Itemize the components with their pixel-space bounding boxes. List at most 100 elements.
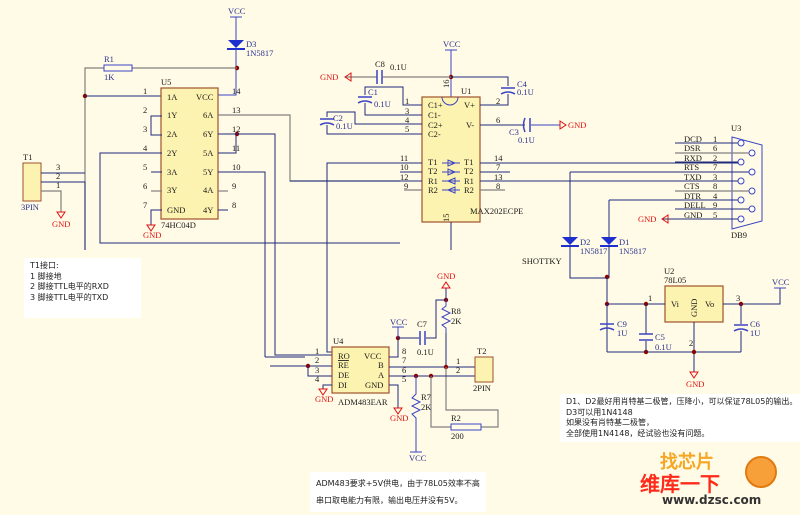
svg-text:D3: D3 [246,39,256,49]
svg-text:2A: 2A [167,129,178,139]
svg-text:7: 7 [143,200,147,210]
svg-text:T1: T1 [464,157,473,167]
svg-text:0.1U: 0.1U [517,87,534,97]
svg-text:C4: C4 [517,79,528,89]
svg-text:VCC: VCC [196,92,214,102]
svg-text:T2: T2 [464,166,473,176]
resistor-r8: R8 2K [440,300,462,333]
svg-text:8: 8 [496,181,500,191]
svg-text:ADM483EAR: ADM483EAR [338,397,388,407]
svg-text:3: 3 [315,365,319,375]
svg-text:V+: V+ [464,100,475,110]
svg-text:2PIN: 2PIN [473,383,491,393]
svg-text:R1: R1 [464,176,474,186]
svg-text:TXD: TXD [684,172,701,182]
vcc-u1: VCC [443,39,461,97]
connector-t1: T1 3PIN 3 2 1 [21,152,60,212]
diode-note: D1、D2最好用肖特基二极管，压降小，可以保证78L05的输出。 D3可以用1N… [560,394,800,442]
resistor-r7: R7 2K [410,376,432,424]
gnd-r8: GND [437,271,455,289]
svg-text:GND: GND [167,205,185,215]
svg-text:1: 1 [315,346,319,356]
svg-text:5Y: 5Y [203,167,213,177]
svg-text:0.1U: 0.1U [655,342,672,352]
svg-text:A: A [378,370,385,380]
svg-text:GND: GND [315,394,333,404]
gnd-u4: GND [390,407,408,423]
svg-text:DE: DE [338,370,349,380]
svg-text:2: 2 [56,171,60,181]
svg-text:GND: GND [437,271,455,281]
svg-text:1: 1 [143,86,147,96]
svg-text:4Y: 4Y [203,205,213,215]
ic-u2: U2 78L05 Vi Vo GND 1 3 2 [648,266,740,348]
svg-text:DI: DI [338,380,347,390]
connector-t2: T2 2PIN 1 2 [456,346,494,393]
svg-text:U1: U1 [461,86,471,96]
capacitor-c8: C8 0.1U [375,59,407,84]
ic-u4: U4 ADM483EAR RO RE DE DI VCC B A GND 1 2… [315,336,406,407]
svg-text:13: 13 [232,105,241,115]
svg-text:C1-: C1- [428,110,441,120]
svg-text:1: 1 [405,96,409,106]
svg-text:C5: C5 [655,332,665,342]
svg-text:GND: GND [638,214,656,224]
capacitor-c4: C4 0.1U [500,79,534,97]
svg-text:VCC: VCC [228,6,246,16]
svg-text:V-: V- [466,120,474,130]
gnd-t1: GND [52,211,70,229]
svg-text:5A: 5A [203,148,214,158]
svg-text:6A: 6A [203,110,214,120]
svg-text:1U: 1U [750,328,760,338]
vcc-symbol-d3: VCC [228,6,246,40]
svg-text:0.1U: 0.1U [336,121,353,131]
svg-text:7: 7 [713,162,717,172]
svg-text:GND: GND [684,210,702,220]
vcc-u2-out: VCC [772,277,790,289]
vcc-r7: VCC [409,451,427,463]
svg-text:RXD: RXD [684,153,702,163]
svg-text:14: 14 [232,86,241,96]
svg-text:VCC: VCC [443,39,461,49]
svg-text:RTS: RTS [684,162,699,172]
svg-text:1U: 1U [617,328,627,338]
watermark-logo: 找芯片 维库一下 www.dzsc.com [640,448,790,510]
svg-text:DCD: DCD [684,134,702,144]
gnd-u4-di: GND [315,388,333,404]
svg-text:4: 4 [405,115,410,125]
mascot-icon [745,456,777,488]
svg-text:6: 6 [496,115,500,125]
watermark-url: www.dzsc.com [662,493,762,507]
svg-text:R2: R2 [451,413,461,423]
svg-text:9: 9 [232,181,236,191]
svg-text:3: 3 [143,124,147,134]
svg-text:VCC: VCC [772,277,790,287]
svg-text:R7: R7 [421,392,431,402]
svg-text:9: 9 [713,200,717,210]
svg-text:R2: R2 [464,185,474,195]
gnd-u1-left: GND [320,72,352,82]
gnd-u2: GND [686,371,704,389]
svg-text:13: 13 [494,172,503,182]
svg-text:1K: 1K [104,72,115,82]
svg-text:5: 5 [143,162,147,172]
svg-text:R1: R1 [104,54,114,64]
svg-text:C2-: C2- [428,129,441,139]
svg-text:1Y: 1Y [167,110,177,120]
svg-text:C1+: C1+ [428,100,443,110]
svg-text:14: 14 [494,153,503,163]
capacitor-c6: C6 1U [733,319,760,338]
svg-text:U5: U5 [161,77,171,87]
svg-text:4: 4 [143,143,148,153]
svg-text:0.1U: 0.1U [390,62,407,72]
svg-text:GND: GND [143,230,161,240]
svg-text:U4: U4 [333,336,344,346]
gnd-db9: GND [638,214,669,224]
capacitor-c5: C5 0.1U [639,332,672,352]
svg-text:GND: GND [390,413,408,423]
svg-text:DTR: DTR [684,191,701,201]
svg-text:5: 5 [713,210,717,220]
svg-text:GND: GND [320,72,338,82]
gnd-u1-right: GND [559,120,586,130]
svg-text:2: 2 [689,338,693,348]
